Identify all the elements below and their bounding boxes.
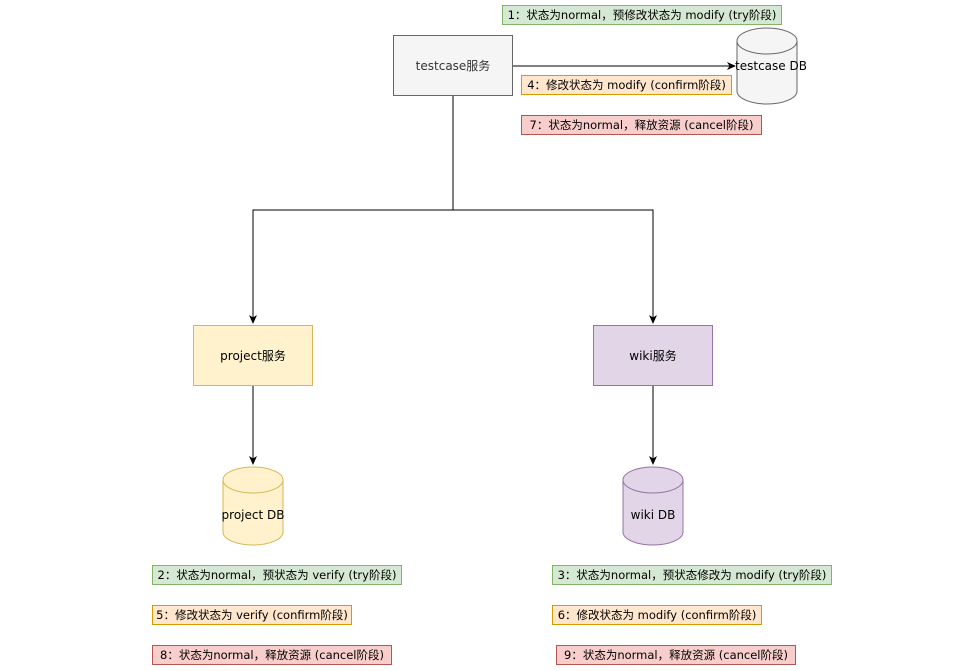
note-step-2: 2：状态为normal，预状态为 verify (try阶段)	[152, 565, 402, 585]
note-step-6: 6：修改状态为 modify (confirm阶段)	[552, 605, 762, 625]
note-step-3: 3：状态为normal，预状态修改为 modify (try阶段)	[552, 565, 832, 585]
note-step-7-text: 7：状态为normal，释放资源 (cancel阶段)	[529, 118, 754, 132]
note-step-5: 5：修改状态为 verify (confirm阶段)	[152, 605, 352, 625]
note-step-6-text: 6：修改状态为 modify (confirm阶段)	[557, 608, 757, 622]
project-service-node[interactable]: project服务	[193, 325, 313, 386]
edge-testcase-to-wiki	[453, 209, 657, 324]
project-db-cylinder[interactable]	[222, 466, 284, 546]
testcase-service-node[interactable]: testcase服务	[393, 35, 513, 96]
note-step-1: 1：状态为normal，预修改状态为 modify (try阶段)	[502, 5, 782, 25]
note-step-3-text: 3：状态为normal，预状态修改为 modify (try阶段)	[557, 568, 827, 582]
note-step-5-text: 5：修改状态为 verify (confirm阶段)	[156, 608, 348, 622]
note-step-8-text: 8：状态为normal，释放资源 (cancel阶段)	[160, 648, 384, 662]
project-service-label: project服务	[220, 349, 286, 363]
wiki-db-cylinder[interactable]	[622, 466, 684, 546]
note-step-1-text: 1：状态为normal，预修改状态为 modify (try阶段)	[507, 8, 777, 22]
testcase-service-label: testcase服务	[415, 59, 491, 73]
edge-testcase-to-project	[249, 96, 454, 324]
note-step-2-text: 2：状态为normal，预状态为 verify (try阶段)	[157, 568, 397, 582]
project-db-label: project DB	[221, 508, 285, 522]
note-step-8: 8：状态为normal，释放资源 (cancel阶段)	[152, 645, 392, 665]
note-step-9-text: 9：状态为normal，释放资源 (cancel阶段)	[564, 648, 788, 662]
note-step-4-text: 4：修改状态为 modify (confirm阶段)	[527, 78, 726, 92]
note-step-7: 7：状态为normal，释放资源 (cancel阶段)	[521, 115, 762, 135]
wiki-service-label: wiki服务	[629, 349, 677, 363]
testcase-db-cylinder[interactable]	[736, 27, 798, 105]
testcase-db-label: testcase DB	[735, 59, 807, 73]
wiki-db-label: wiki DB	[630, 508, 676, 522]
note-step-9: 9：状态为normal，释放资源 (cancel阶段)	[556, 645, 796, 665]
wiki-service-node[interactable]: wiki服务	[593, 325, 713, 386]
note-step-4: 4：修改状态为 modify (confirm阶段)	[521, 75, 732, 95]
